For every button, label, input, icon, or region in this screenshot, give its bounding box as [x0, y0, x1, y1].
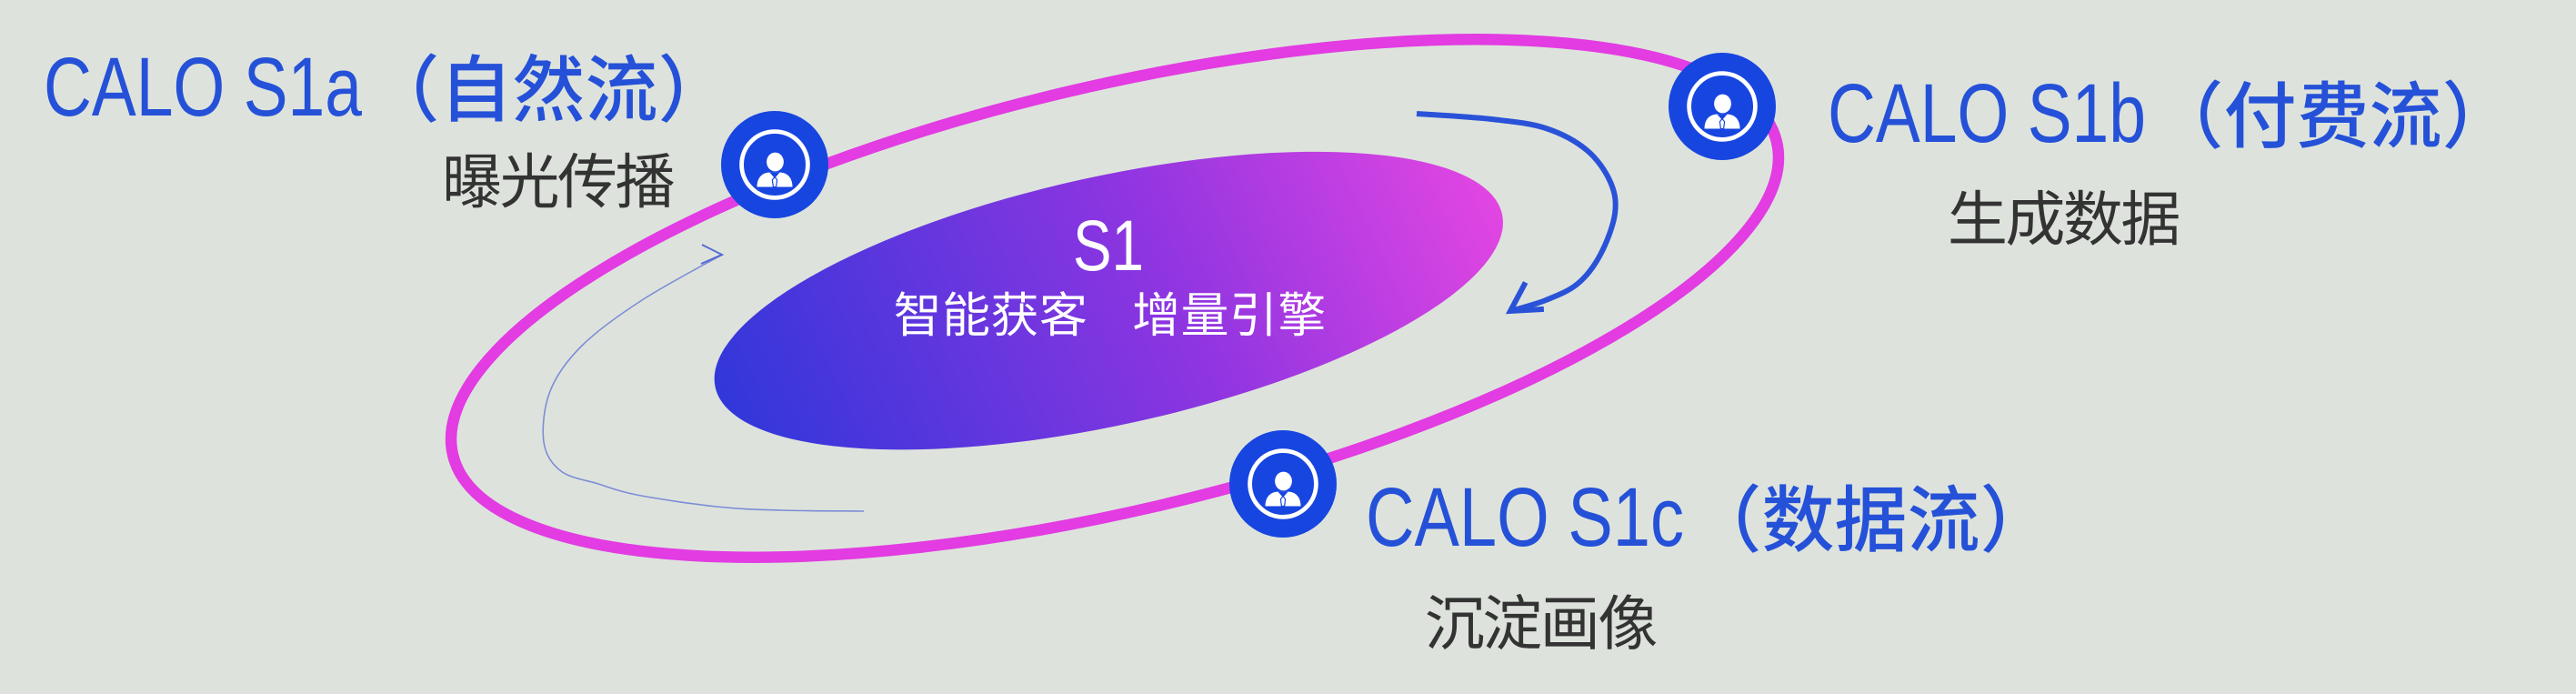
svg-text:S1: S1: [1073, 205, 1144, 286]
svg-text:CALO S1b: CALO S1b: [1828, 67, 2146, 160]
svg-text:CALO S1a: CALO S1a: [44, 41, 363, 134]
svg-text:CALO S1c: CALO S1c: [1366, 471, 1684, 564]
